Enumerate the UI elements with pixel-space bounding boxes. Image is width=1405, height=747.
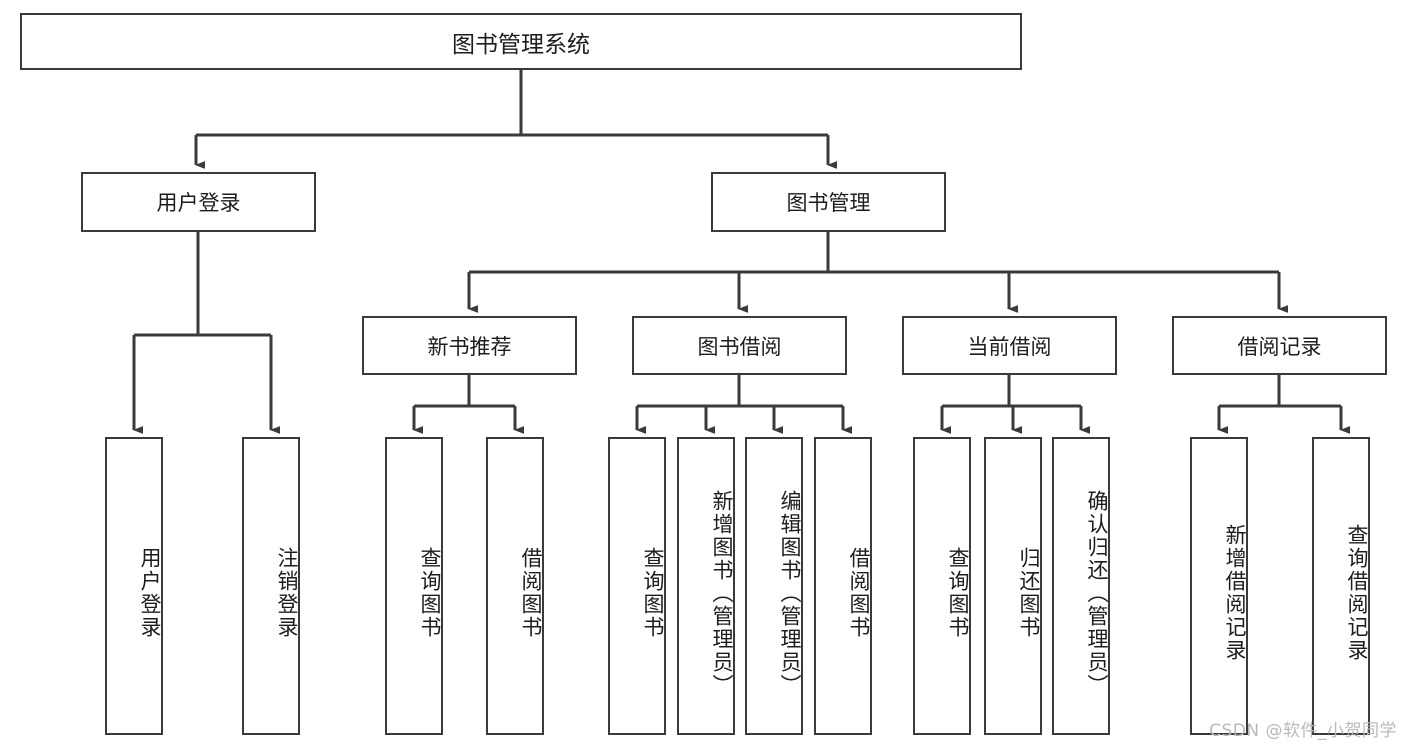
node-book-manage[interactable]: 图书管理 <box>711 172 946 232</box>
node-leaf-query-book-3[interactable]: 查询图书 <box>913 437 971 735</box>
node-leaf-borrow-book-1[interactable]: 借阅图书 <box>486 437 544 735</box>
node-leaf-edit-book-label: 编辑图书（管理员） <box>778 489 802 697</box>
node-leaf-return-book[interactable]: 归还图书 <box>984 437 1042 735</box>
node-new-book-recommend[interactable]: 新书推荐 <box>362 316 577 375</box>
node-leaf-user-login[interactable]: 用户登录 <box>105 437 163 735</box>
node-root[interactable]: 图书管理系统 <box>20 13 1022 70</box>
node-leaf-confirm-return-label: 确认归还（管理员） <box>1085 489 1109 697</box>
node-root-label: 图书管理系统 <box>452 31 590 58</box>
node-leaf-query-book-3-label: 查询图书 <box>946 547 970 639</box>
node-user-login[interactable]: 用户登录 <box>81 172 316 232</box>
node-leaf-query-book-2[interactable]: 查询图书 <box>608 437 666 735</box>
node-new-book-recommend-label: 新书推荐 <box>427 334 512 359</box>
node-book-borrow-label: 图书借阅 <box>697 334 782 359</box>
node-current-borrow[interactable]: 当前借阅 <box>902 316 1117 375</box>
node-leaf-borrow-book-2-label: 借阅图书 <box>847 547 871 639</box>
node-leaf-query-record[interactable]: 查询借阅记录 <box>1312 437 1370 735</box>
node-leaf-user-logout-label: 注销登录 <box>275 547 299 639</box>
node-leaf-user-login-label: 用户登录 <box>138 547 162 639</box>
node-leaf-edit-book[interactable]: 编辑图书（管理员） <box>745 437 803 735</box>
node-leaf-add-record[interactable]: 新增借阅记录 <box>1190 437 1248 735</box>
watermark: CSDN @软件_小贺同学 <box>1209 721 1397 741</box>
node-leaf-query-record-label: 查询借阅记录 <box>1345 524 1369 662</box>
node-borrow-record[interactable]: 借阅记录 <box>1172 316 1387 375</box>
node-leaf-query-book-1[interactable]: 查询图书 <box>385 437 443 735</box>
node-leaf-add-book[interactable]: 新增图书（管理员） <box>677 437 735 735</box>
node-leaf-add-record-label: 新增借阅记录 <box>1223 524 1247 662</box>
node-leaf-user-logout[interactable]: 注销登录 <box>242 437 300 735</box>
node-leaf-borrow-book-2[interactable]: 借阅图书 <box>814 437 872 735</box>
node-leaf-confirm-return[interactable]: 确认归还（管理员） <box>1052 437 1110 735</box>
node-borrow-record-label: 借阅记录 <box>1237 334 1322 359</box>
node-book-manage-label: 图书管理 <box>786 191 871 215</box>
node-leaf-query-book-1-label: 查询图书 <box>418 547 442 639</box>
node-leaf-borrow-book-1-label: 借阅图书 <box>519 547 543 639</box>
node-current-borrow-label: 当前借阅 <box>967 334 1052 359</box>
node-user-login-label: 用户登录 <box>156 191 241 215</box>
node-leaf-add-book-label: 新增图书（管理员） <box>710 489 734 697</box>
node-book-borrow[interactable]: 图书借阅 <box>632 316 847 375</box>
node-leaf-return-book-label: 归还图书 <box>1017 547 1041 639</box>
node-leaf-query-book-2-label: 查询图书 <box>641 547 665 639</box>
